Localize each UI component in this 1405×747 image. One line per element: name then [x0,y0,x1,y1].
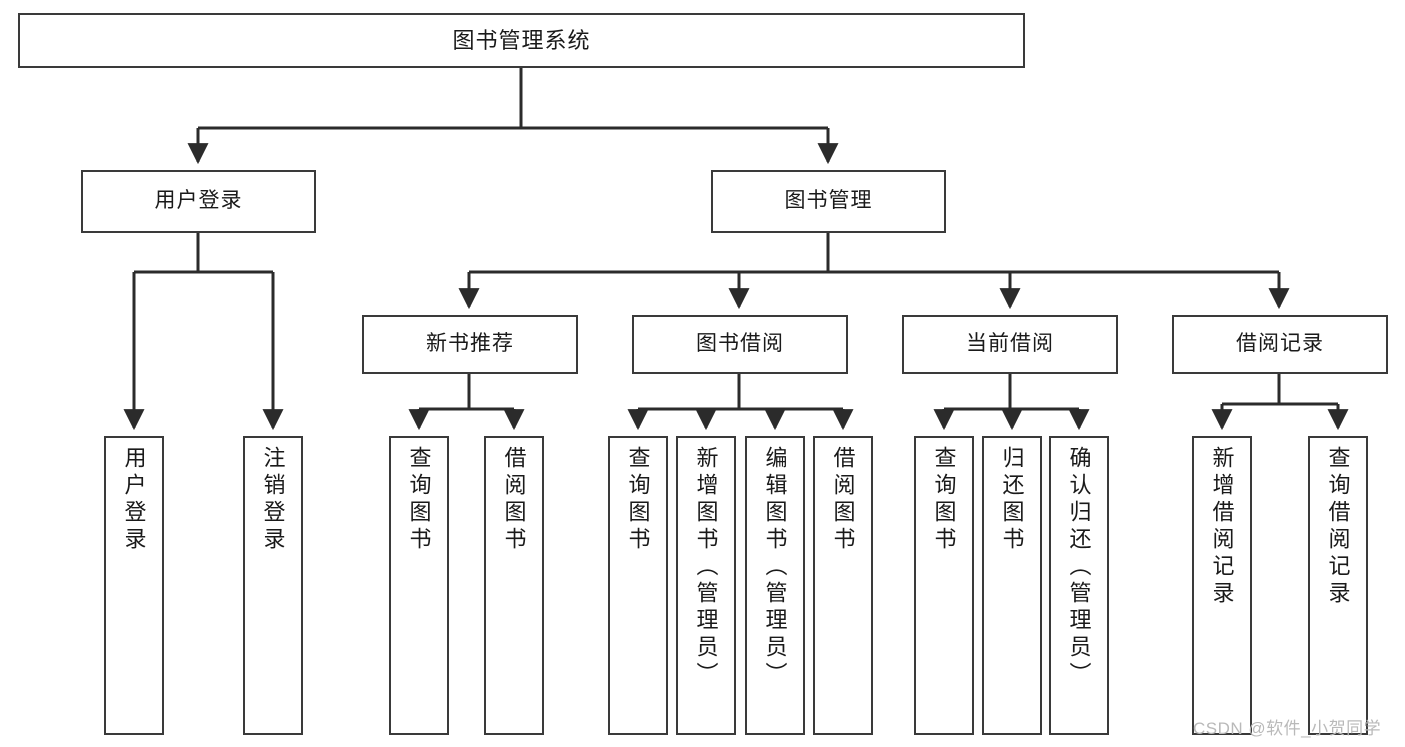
leaf-query-book-recommend[interactable]: 查询图书 [389,436,449,735]
node-root-system[interactable]: 图书管理系统 [18,13,1025,68]
node-label: 新增图书（管理员） [693,446,719,689]
node-label: 图书借阅 [696,332,784,356]
node-book-borrow[interactable]: 图书借阅 [632,315,848,374]
node-label: 图书管理系统 [452,27,591,53]
node-new-book-recommend[interactable]: 新书推荐 [362,315,578,374]
node-label: 当前借阅 [966,332,1054,356]
node-label: 查询借阅记录 [1325,446,1351,608]
leaf-logout-login[interactable]: 注销登录 [243,436,303,735]
node-label: 用户登录 [154,189,243,213]
leaf-edit-book[interactable]: 编辑图书（管理员） [745,436,805,735]
node-label: 编辑图书（管理员） [762,446,788,689]
leaf-borrow-book-recommend[interactable]: 借阅图书 [484,436,544,735]
leaf-borrow-book[interactable]: 借阅图书 [813,436,873,735]
node-current-borrow[interactable]: 当前借阅 [902,315,1118,374]
leaf-query-book-current[interactable]: 查询图书 [914,436,974,735]
node-label: 查询图书 [625,446,651,554]
node-label: 查询图书 [931,446,957,554]
node-label: 借阅图书 [830,446,856,554]
node-label: 查询图书 [406,446,432,554]
node-label: 确认归还（管理员） [1066,446,1092,689]
node-label: 注销登录 [260,446,286,554]
leaf-add-borrow-record[interactable]: 新增借阅记录 [1192,436,1252,735]
node-user-login[interactable]: 用户登录 [81,170,316,233]
node-label: 用户登录 [121,446,147,554]
leaf-return-book[interactable]: 归还图书 [982,436,1042,735]
node-label: 新增借阅记录 [1209,446,1235,608]
node-book-management[interactable]: 图书管理 [711,170,946,233]
node-label: 归还图书 [999,446,1025,554]
node-label: 借阅记录 [1236,332,1324,356]
node-label: 图书管理 [784,189,873,213]
node-borrow-record[interactable]: 借阅记录 [1172,315,1388,374]
node-label: 新书推荐 [426,332,514,356]
leaf-add-book[interactable]: 新增图书（管理员） [676,436,736,735]
leaf-query-book-borrow[interactable]: 查询图书 [608,436,668,735]
leaf-confirm-return[interactable]: 确认归还（管理员） [1049,436,1109,735]
node-label: 借阅图书 [501,446,527,554]
leaf-query-borrow-record[interactable]: 查询借阅记录 [1308,436,1368,735]
leaf-user-login[interactable]: 用户登录 [104,436,164,735]
